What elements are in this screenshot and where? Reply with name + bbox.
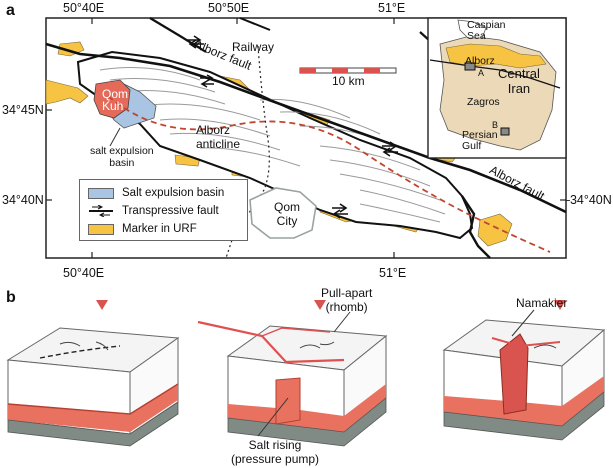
arrow-down-2 [314,300,326,310]
legend-label-salt-basin: Salt expulsion basin [122,187,225,199]
label-alborz-anticline: Alborz anticline [196,123,241,151]
inset-label-central-iran: Central Iran [498,66,540,96]
block-3 [442,300,606,441]
block-1 [6,300,180,447]
legend-swatch-salt-basin [88,187,114,199]
inset-label-persian-gulf: Persian Gulf [462,129,498,152]
label-namakier: Namakier [516,296,568,310]
label-qom-city: Qom City [274,200,301,228]
fault-top-right-segment [239,17,271,31]
legend-item-transpressive-fault: Transpressive fault [88,203,219,219]
coord-left-2: 34°40N [2,193,44,207]
transpressive-symbols [186,35,398,219]
scale-label: 10 km [332,74,365,88]
coord-right-1: –34°40N [563,193,612,207]
inset-label-b: B [492,120,499,130]
panel-b-label: b [6,289,16,306]
coord-top-3: 51°E [378,1,406,15]
label-salt-rising: Salt rising (pressure pump) [231,438,320,466]
railway-line [225,45,270,259]
panel-a-label: a [6,2,15,19]
label-salt-basin: salt expulsion basin [90,145,154,169]
arrow-down-1 [96,300,108,310]
coord-bottom-1: 50°40E [63,266,105,280]
label-qom-kuh: Qom Kuh [102,87,129,113]
fault-nw-segment [149,17,207,53]
arrow-down-3 [554,300,566,310]
scale-bar [299,67,397,74]
block-2 [197,300,388,447]
inset-point-a-box [464,62,476,71]
coord-bottom-2: 51°E [379,266,407,280]
anticline-axis [107,95,551,253]
inset-label-a: A [478,68,485,78]
inset-fault-line [429,59,561,89]
coord-top-1: 50°40E [63,1,105,15]
legend-label-marker-urf: Marker in URF [122,223,197,235]
alborz-fault-north [45,42,567,214]
coord-left-1: 34°45N [2,103,44,117]
inset-point-b-box [500,127,510,136]
map-legend: Salt expulsion basin Transpressive fault… [79,179,248,241]
alborz-fault-east-branch [461,195,491,259]
map-ticks [46,18,566,258]
qom-city-outline [249,187,317,239]
inset-caspian-sea [457,19,487,39]
inset-label-caspian: Caspian Sea [467,19,506,42]
legend-item-marker-urf: Marker in URF [88,221,197,237]
inset-label-zagros: Zagros [467,96,500,108]
legend-swatch-marker-urf [88,223,114,235]
legend-item-salt-basin: Salt expulsion basin [88,185,224,201]
inset-label-alborz: Alborz [465,55,495,67]
legend-fault-icon [89,205,113,217]
label-pull-apart: Pull-apart (rhomb) [321,286,373,314]
label-railway: Railway [232,40,275,54]
coord-top-2: 50°50E [208,1,250,15]
legend-label-transpressive-fault: Transpressive fault [122,205,219,217]
